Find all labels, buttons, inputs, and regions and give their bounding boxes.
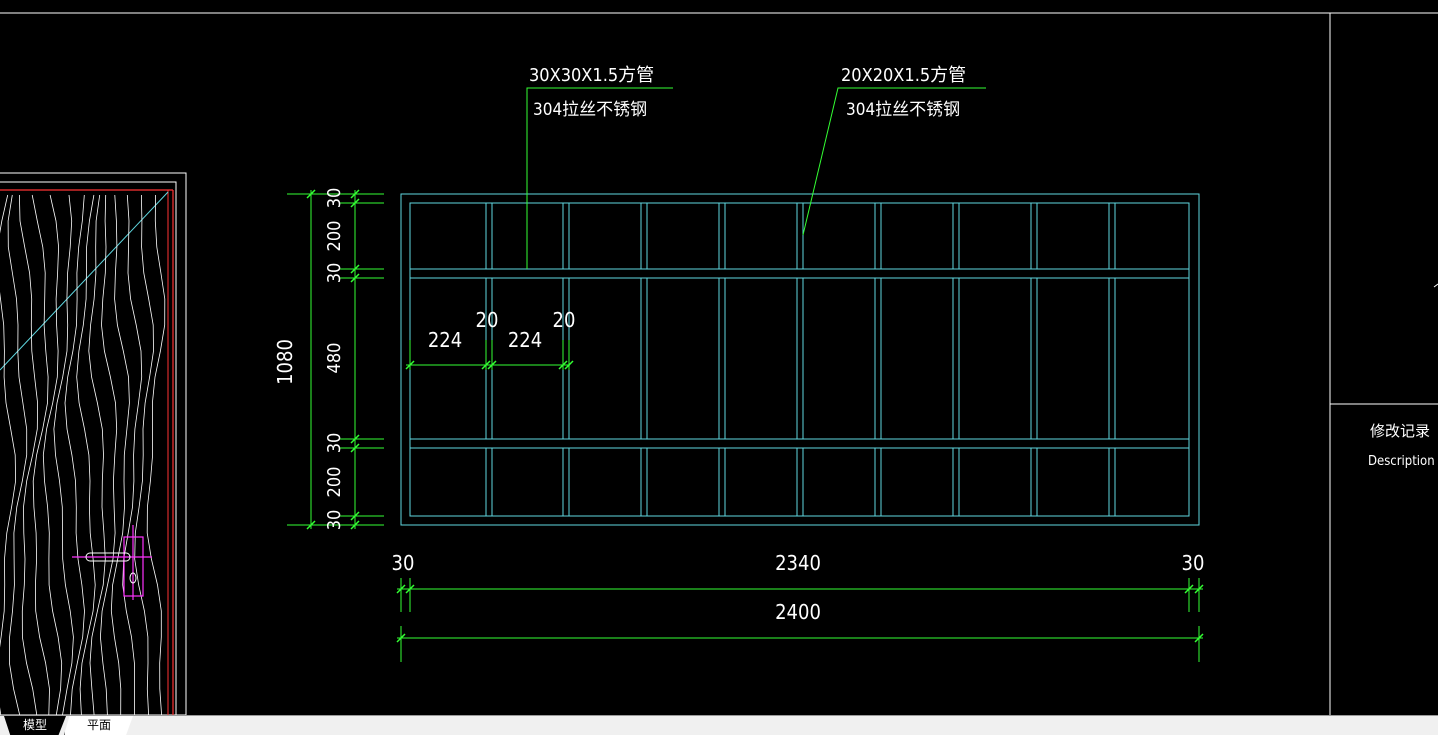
dimension-lines [287, 189, 1204, 662]
tab-plan[interactable]: 平面 [64, 716, 133, 735]
title-block [1329, 13, 1438, 715]
dim-vertical-total: 1080 [273, 339, 297, 385]
dim-bay-2: 224 [508, 328, 542, 352]
dim-vertical-segment: 480 [324, 343, 345, 374]
dim-vertical-segment: 30 [324, 433, 345, 454]
title-block-tick [1433, 283, 1438, 288]
tube-20-material-label: 304拉丝不锈钢 [846, 100, 960, 120]
dim-bottom-right: 30 [1182, 551, 1205, 575]
tab-model[interactable]: 模型 [4, 716, 66, 735]
dim-vertical-segment: 200 [324, 221, 345, 252]
tube-20-spec-label: 20X20X1.5方管 [841, 65, 966, 86]
layout-tab-bar: 模型 平面 [0, 715, 1438, 735]
dim-bar-1: 20 [476, 308, 499, 332]
tube-30-material-label: 304拉丝不锈钢 [533, 100, 647, 120]
dim-bottom-middle: 2340 [775, 551, 821, 575]
dim-vertical-segment: 30 [324, 188, 345, 209]
dim-vertical-segment: 30 [324, 263, 345, 284]
dim-bottom-total: 2400 [775, 600, 821, 624]
revision-label: 修改记录 [1370, 422, 1430, 440]
dim-vertical-segment: 30 [324, 510, 345, 531]
description-label: Description [1368, 454, 1435, 469]
dim-vertical-segment: 200 [324, 467, 345, 498]
tube-30-spec-label: 30X30X1.5方管 [529, 65, 654, 86]
leader-lines [526, 87, 986, 269]
drawing-canvas[interactable]: 修改记录 Description 30X30X1.5方管 304拉丝不锈钢 20… [0, 0, 1438, 715]
door-elevation [0, 172, 187, 715]
dim-bottom-left: 30 [392, 551, 415, 575]
grille-frame [400, 193, 1200, 526]
dim-bar-2: 20 [553, 308, 576, 332]
dim-bay-1: 224 [428, 328, 462, 352]
